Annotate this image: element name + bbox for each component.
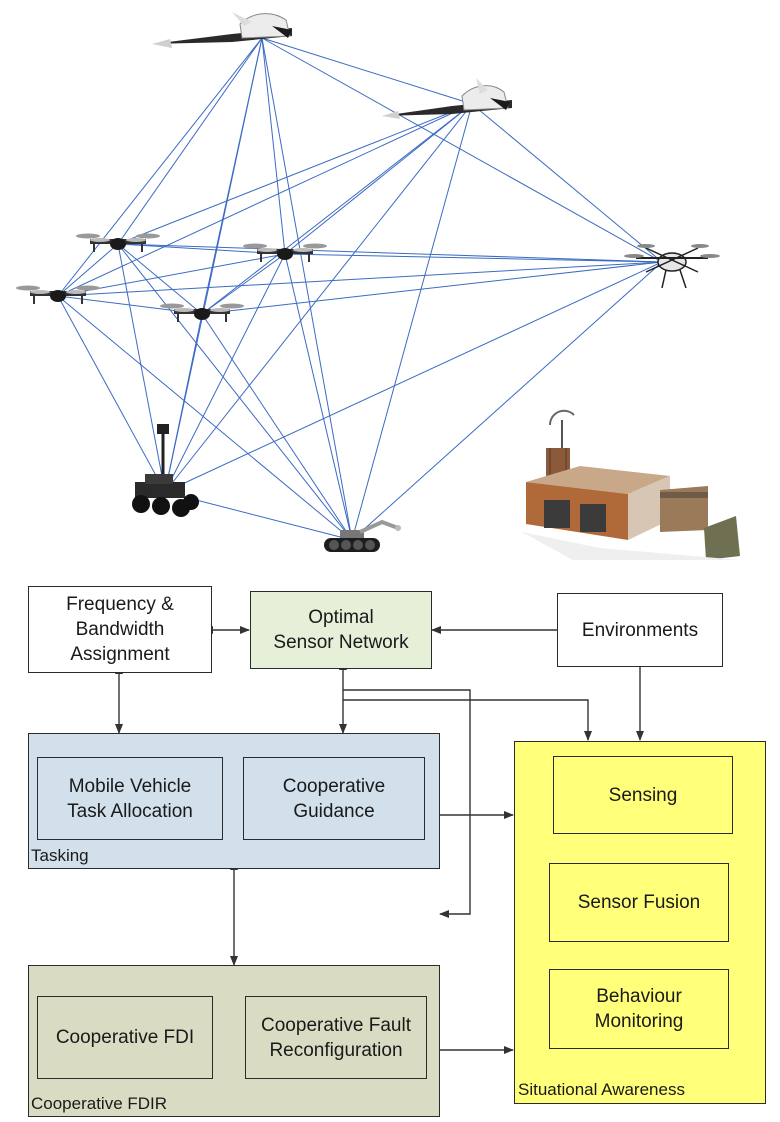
- network-link: [351, 103, 473, 541]
- network-link: [471, 103, 663, 263]
- network-link: [261, 37, 473, 105]
- optimal-sensor-network-block: Optimal Sensor Network: [250, 591, 432, 669]
- hexacopter-icon: [624, 244, 720, 289]
- cooperative-fdir-group: Cooperative FDI Cooperative Fault Reconf…: [28, 965, 440, 1117]
- network-link: [117, 243, 166, 493]
- cooperative-fdir-group-label: Cooperative FDIR: [31, 1094, 168, 1113]
- sensor-fusion-label: Sensor Fusion: [577, 892, 701, 913]
- network-link: [261, 37, 663, 263]
- network-link: [284, 103, 473, 255]
- situational-awareness-group: Sensing Sensor Fusion Behaviour Monitori…: [514, 741, 766, 1104]
- cooperative-fdi-block: Cooperative FDI: [37, 996, 213, 1079]
- network-link: [261, 37, 286, 255]
- network-link: [261, 37, 353, 541]
- cooperative-guidance-label: Cooperative Guidance: [282, 775, 386, 822]
- quadcopter-icon: [16, 285, 100, 304]
- behaviour-monitoring-label: Behaviour Monitoring: [594, 986, 684, 1032]
- network-link: [164, 261, 663, 493]
- network-link: [57, 103, 473, 297]
- network-link: [57, 243, 119, 297]
- network-link: [201, 253, 286, 315]
- cooperative-fault-reconfiguration-block: Cooperative Fault Reconfiguration: [245, 996, 427, 1079]
- mobile-vehicle-task-allocation-label: Mobile Vehicle Task Allocation: [67, 775, 193, 822]
- sensing-label: Sensing: [608, 784, 678, 806]
- network-link: [201, 313, 353, 541]
- frequency-bandwidth-assignment-label: Frequency & Bandwidth Assignment: [66, 594, 174, 665]
- arrow-osn-fdir: [343, 689, 471, 918]
- network-link: [57, 295, 353, 541]
- sensor-fusion-block: Sensor Fusion: [549, 863, 729, 942]
- network-link: [201, 103, 473, 315]
- sensing-block: Sensing: [553, 756, 733, 834]
- network-link: [201, 261, 663, 315]
- tasking-group: Mobile Vehicle Task Allocation Cooperati…: [28, 733, 440, 869]
- arrow-osn-sa: [343, 699, 592, 741]
- situational-awareness-group-label: Situational Awareness: [518, 1080, 685, 1099]
- environments-block: Environments: [557, 593, 723, 667]
- environments-label: Environments: [581, 619, 699, 641]
- network-link: [284, 253, 663, 263]
- cooperative-fdi-label: Cooperative FDI: [55, 1027, 195, 1048]
- network-link: [117, 243, 353, 541]
- fixed-wing-drone-icon: [382, 78, 512, 119]
- communication-links: [57, 37, 663, 541]
- network-link: [117, 243, 663, 263]
- network-link: [164, 253, 286, 493]
- network-link: [164, 313, 203, 493]
- multi-vehicle-network: [16, 12, 740, 560]
- network-link: [57, 37, 263, 297]
- ground-station-building-icon: [522, 409, 740, 560]
- network-link: [351, 261, 663, 541]
- frequency-bandwidth-assignment-block: Frequency & Bandwidth Assignment: [28, 586, 212, 673]
- network-link: [117, 37, 263, 245]
- cooperative-guidance-block: Cooperative Guidance: [243, 757, 425, 840]
- network-link: [57, 261, 663, 297]
- behaviour-monitoring-block: Behaviour Monitoring: [549, 969, 729, 1049]
- tracked-robot-icon: [324, 519, 401, 552]
- fixed-wing-drone-icon: [152, 12, 292, 48]
- network-link: [57, 295, 166, 493]
- quadcopter-icon: [160, 303, 244, 322]
- quadcopter-icon: [76, 233, 160, 252]
- mobile-vehicle-task-allocation-block: Mobile Vehicle Task Allocation: [37, 757, 223, 840]
- tasking-group-label: Tasking: [31, 846, 89, 865]
- network-link: [164, 103, 473, 493]
- network-link: [117, 243, 203, 315]
- optimal-sensor-network-label: Optimal Sensor Network: [273, 607, 409, 653]
- ground-robot-icon: [132, 424, 199, 517]
- quadcopter-icon: [243, 243, 327, 262]
- network-link: [284, 253, 353, 541]
- network-link: [117, 103, 473, 245]
- cooperative-fault-reconfiguration-label: Cooperative Fault Reconfiguration: [261, 1014, 411, 1061]
